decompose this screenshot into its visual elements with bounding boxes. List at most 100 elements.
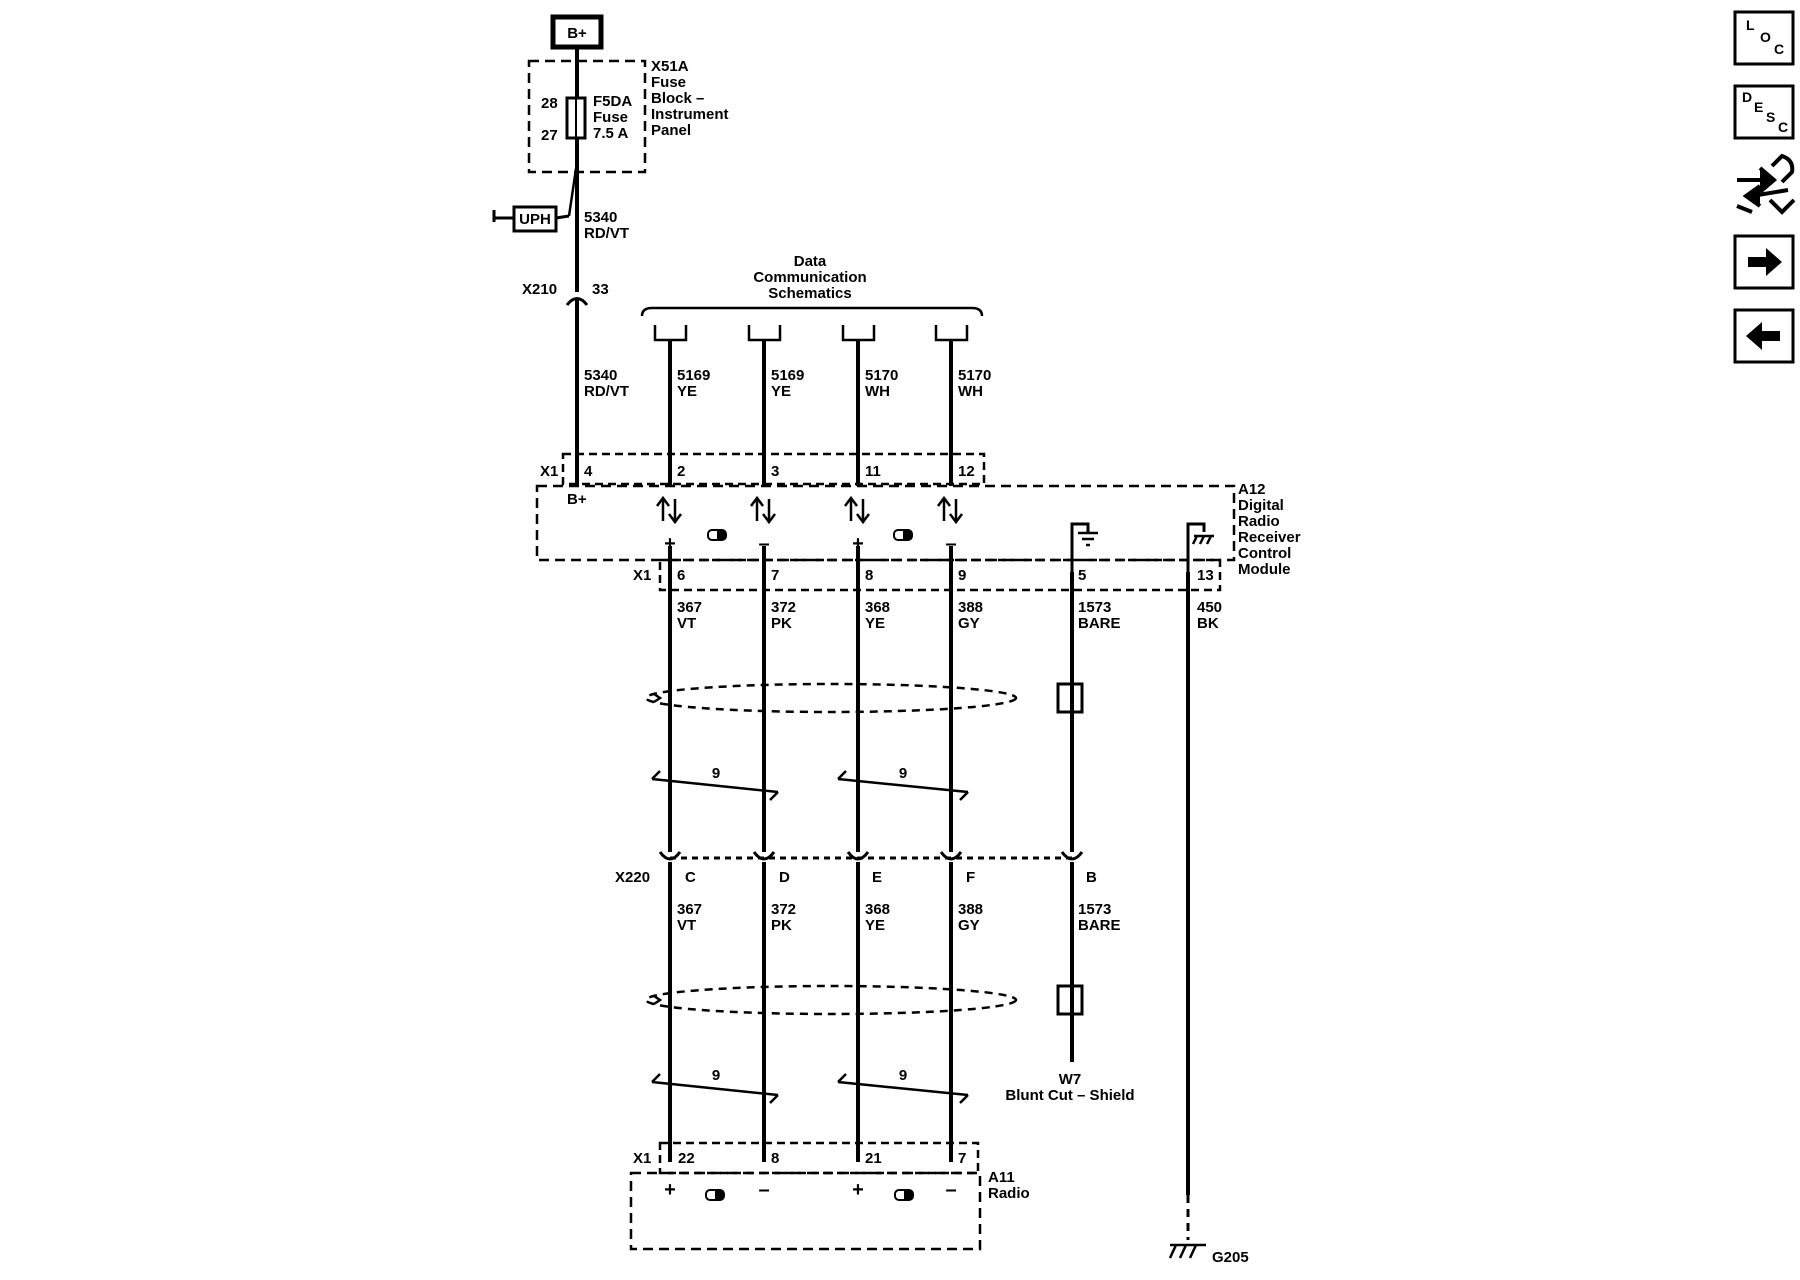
svg-text:Communication: Communication: [753, 269, 866, 286]
svg-text:Radio: Radio: [1238, 513, 1280, 530]
twist-marker-2-a: [837, 770, 847, 780]
lower-wire-labels: 6 7 8 9 5 13 367 VT 372 PK 368 YE 388 GY…: [677, 567, 1222, 632]
svg-text:X220: X220: [615, 869, 650, 886]
svg-text:7: 7: [958, 1150, 966, 1167]
data-comm-label: Data Communication Schematics: [753, 253, 866, 302]
svg-text:X210: X210: [522, 281, 557, 298]
a12-bottom-connector: [658, 558, 1222, 592]
data-wire-labels: 5169 YE 5169 YE 5170 WH 5170 WH: [677, 367, 991, 400]
svg-text:5169: 5169: [677, 367, 710, 384]
svg-text:388: 388: [958, 599, 983, 616]
svg-text:RD/VT: RD/VT: [584, 383, 629, 400]
loc-button[interactable]: L O C: [1733, 10, 1795, 66]
svg-text:28: 28: [541, 95, 558, 112]
svg-text:9: 9: [712, 765, 720, 782]
a11-termination-icon-1-fill: [715, 1191, 723, 1199]
svg-text:1573: 1573: [1078, 901, 1111, 918]
data-comm-stub-1: [653, 325, 688, 342]
termination-icon-1: [707, 529, 727, 541]
svg-text:+: +: [852, 1179, 864, 1201]
a11-labels: X1 22 8 21 7 A11 Radio + – + –: [633, 1150, 1030, 1202]
a12-module-outline: [535, 484, 1236, 562]
shield-drain-box-2: [1056, 984, 1084, 1016]
next-arrow-icon: [1748, 248, 1782, 276]
svg-text:B: B: [1086, 869, 1097, 886]
termination-icon-2-fill: [903, 531, 911, 539]
desc-button[interactable]: D E S C: [1733, 84, 1795, 140]
feed-wire-labels: 5340 RD/VT X210 33 5340 RD/VT: [522, 209, 629, 400]
connector-tool-icon: [1736, 153, 1796, 215]
a11-termination-icon-2-fill: [904, 1191, 912, 1199]
prev-page-button[interactable]: [1733, 308, 1795, 364]
svg-text:–: –: [945, 533, 956, 555]
svg-text:+: +: [852, 533, 864, 555]
svg-text:–: –: [945, 1179, 956, 1201]
splice-diagonal: [567, 161, 579, 217]
next-page-button[interactable]: [1733, 234, 1795, 290]
svg-text:Blunt Cut – Shield: Blunt Cut – Shield: [1005, 1087, 1134, 1104]
svg-text:X1: X1: [540, 463, 558, 480]
svg-text:5: 5: [1078, 567, 1086, 584]
svg-text:Radio: Radio: [988, 1185, 1030, 1202]
a11-connector: [658, 1141, 980, 1175]
svg-text:7.5 A: 7.5 A: [593, 125, 628, 142]
twist-marker-4-b: [959, 1094, 969, 1104]
twist-marker-3: [651, 1080, 779, 1097]
svg-text:372: 372: [771, 599, 796, 616]
shield-drain-box-1: [1056, 682, 1084, 714]
twist-marker-2: [837, 777, 969, 794]
bidir-arrows: [656, 495, 963, 525]
svg-text:8: 8: [771, 1150, 779, 1167]
desc-icon: D E S C: [1742, 89, 1788, 135]
a11-termination-icon-1: [705, 1189, 725, 1201]
svg-text:27: 27: [541, 127, 558, 144]
svg-text:GY: GY: [958, 615, 980, 632]
svg-text:WH: WH: [865, 383, 890, 400]
uph-box: [512, 205, 558, 233]
svg-text:Control: Control: [1238, 545, 1291, 562]
svg-text:5340: 5340: [584, 367, 617, 384]
svg-text:9: 9: [899, 1067, 907, 1084]
svg-text:11: 11: [865, 463, 881, 480]
svg-text:5340: 5340: [584, 209, 617, 226]
svg-text:O: O: [1760, 29, 1771, 45]
svg-text:368: 368: [865, 599, 890, 616]
svg-text:33: 33: [592, 281, 609, 298]
svg-text:Panel: Panel: [651, 122, 691, 139]
x220-labels: X220 C D E F B 367 VT 372 PK 368 YE 388 …: [615, 869, 1121, 934]
termination-icon-1-fill: [717, 531, 725, 539]
svg-text:5169: 5169: [771, 367, 804, 384]
svg-text:WH: WH: [958, 383, 983, 400]
ground-g205-icon: [1168, 1243, 1206, 1259]
svg-text:367: 367: [677, 599, 702, 616]
svg-text:9: 9: [899, 765, 907, 782]
svg-text:Receiver: Receiver: [1238, 529, 1301, 546]
svg-text:372: 372: [771, 901, 796, 918]
svg-text:5170: 5170: [865, 367, 898, 384]
svg-text:E: E: [872, 869, 882, 886]
svg-text:F5DA: F5DA: [593, 93, 632, 110]
data-comm-stub-2: [747, 325, 782, 342]
svg-text:6: 6: [677, 567, 685, 584]
svg-text:13: 13: [1197, 567, 1214, 584]
data-comm-stub-4: [934, 325, 969, 342]
svg-text:–: –: [758, 533, 769, 555]
svg-text:Block –: Block –: [651, 90, 704, 107]
uph-to-wire: [555, 214, 570, 220]
svg-text:A12: A12: [1238, 481, 1266, 498]
svg-text:Schematics: Schematics: [768, 285, 851, 302]
svg-text:21: 21: [865, 1150, 882, 1167]
svg-text:2: 2: [677, 463, 685, 480]
shield-drain-2: [653, 994, 663, 1006]
twist-marker-1-b: [769, 791, 779, 801]
svg-text:Fuse: Fuse: [651, 74, 686, 91]
svg-text:22: 22: [678, 1150, 695, 1167]
svg-text:BARE: BARE: [1078, 615, 1121, 632]
uph-label: UPH: [519, 211, 551, 228]
connector-tool-button[interactable]: [1736, 153, 1796, 215]
svg-text:X1: X1: [633, 1150, 651, 1167]
prev-arrow-icon: [1746, 322, 1780, 350]
a11-module-outline: [629, 1171, 982, 1251]
